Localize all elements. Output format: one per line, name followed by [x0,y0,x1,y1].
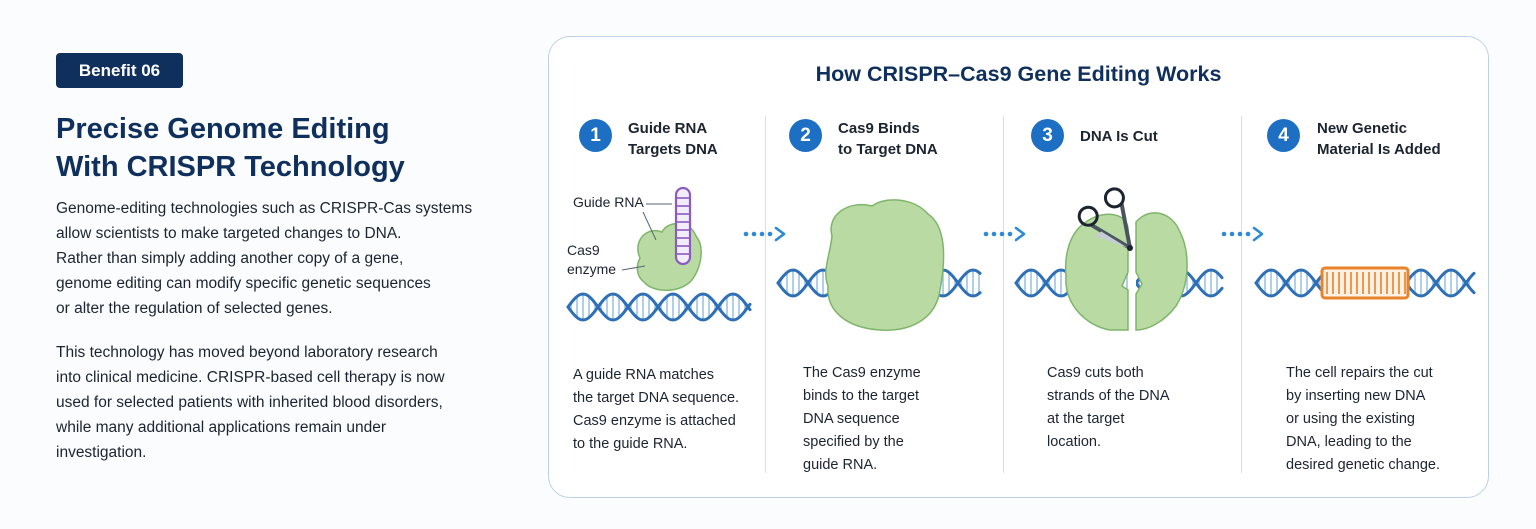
step-2-desc-line: guide RNA. [803,457,878,473]
page-title: Precise Genome Editing With CRISPR Techn… [56,110,516,186]
guide-rna-label: Guide RNA [573,194,644,210]
step-1-desc-line: A guide RNA matches [573,367,715,383]
step-2-description: The Cas9 enzyme binds to the target DNA … [803,362,921,477]
intro-paragraph: Genome-editing technologies such as CRIS… [56,196,516,321]
step-2-number: 2 [789,119,822,152]
step-3-description: Cas9 cuts both strands of the DNA at the… [1047,362,1170,454]
benefit-badge: Benefit 06 [56,53,183,88]
step-3-title: DNA Is Cut [1080,126,1158,147]
step-2-title: Cas9 Binds to Target DNA [838,118,938,160]
step-2-desc-line: binds to the target [803,388,920,404]
step-3-desc-line: strands of the DNA [1047,388,1170,404]
cas9-enzyme-icon [1064,212,1188,331]
step-1-desc-line: the target DNA sequence. [573,390,740,406]
step-2-desc-line: specified by the [803,434,904,450]
dotted-arrow-icon [743,226,786,242]
dna-helix-icon [566,292,752,322]
step-3-number: 3 [1031,119,1064,152]
panel-title: How CRISPR–Cas9 Gene Editing Works [815,62,1222,86]
step-1-title: Guide RNA Targets DNA [628,118,718,160]
clinical-line: This technology has moved beyond laborat… [56,344,438,361]
step-4-desc-line: DNA, leading to the [1286,434,1412,450]
step-4-desc-line: The cell repairs the cut [1286,365,1433,381]
cut-gap [1128,262,1136,332]
dna-helix-icon [1254,266,1476,300]
page-title-line-2: With CRISPR Technology [56,151,405,183]
step-4-description: The cell repairs the cut by inserting ne… [1286,362,1440,477]
cas9-label: Cas9 [567,242,600,258]
step-3-desc-line: location. [1047,434,1102,450]
step-2-title-line: to Target DNA [838,141,938,158]
step-divider [765,116,766,473]
step-2-title-line: Cas9 Binds [838,120,920,137]
guide-rna-icon [674,186,692,266]
step-divider [1003,116,1004,473]
step-4-desc-line: or using the existing [1286,411,1415,427]
panel-header: How CRISPR–Cas9 Gene Editing Works [548,0,1489,100]
step-1-number: 1 [579,119,612,152]
step-4-title: New Genetic Material Is Added [1317,118,1441,160]
clinical-line: used for selected patients with inherite… [56,394,443,411]
step-4-number: 4 [1267,119,1300,152]
step-1-title-line: Targets DNA [628,141,718,158]
step-1-description: A guide RNA matches the target DNA seque… [573,364,739,456]
step-3-desc-line: at the target [1047,411,1125,427]
clinical-line: while many additional applications remai… [56,419,386,436]
cas9-enzyme-icon [636,222,702,291]
cas9-pointer [621,265,646,271]
scissors-icon [1077,187,1133,251]
cas9-enzyme-icon [825,199,945,331]
step-1-desc-line: Cas9 enzyme is attached [573,413,736,429]
page-title-line-1: Precise Genome Editing [56,113,390,145]
intro-line: allow scientists to make targeted change… [56,225,402,242]
enzyme-label: enzyme [567,261,617,277]
step-3-desc-line: Cas9 cuts both [1047,365,1144,381]
step-4-desc-line: by inserting new DNA [1286,388,1426,404]
step-1-title-line: Guide RNA [628,120,708,137]
clinical-line: into clinical medicine. CRISPR-based cel… [56,369,445,386]
clinical-line: investigation. [56,444,147,461]
clinical-paragraph: This technology has moved beyond laborat… [56,340,516,465]
step-1-desc-line: to the guide RNA. [573,436,688,452]
guide-rna-pointer [642,211,657,241]
dotted-arrow-icon [1221,226,1264,242]
dotted-arrow-icon [983,226,1026,242]
intro-line: genome editing can modify specific genet… [56,275,431,292]
step-4-desc-line: desired genetic change. [1286,457,1440,473]
step-4-title-line: New Genetic [1317,120,1408,137]
intro-line: Rather than simply adding another copy o… [56,250,404,267]
intro-line: Genome-editing technologies such as CRIS… [56,200,473,217]
intro-line: or alter the regulation of selected gene… [56,300,333,317]
step-4-title-line: Material Is Added [1317,141,1441,158]
step-divider [1241,116,1242,473]
step-2-desc-line: DNA sequence [803,411,900,427]
step-2-desc-line: The Cas9 enzyme [803,365,921,381]
step-3-title-line: DNA Is Cut [1080,128,1158,145]
